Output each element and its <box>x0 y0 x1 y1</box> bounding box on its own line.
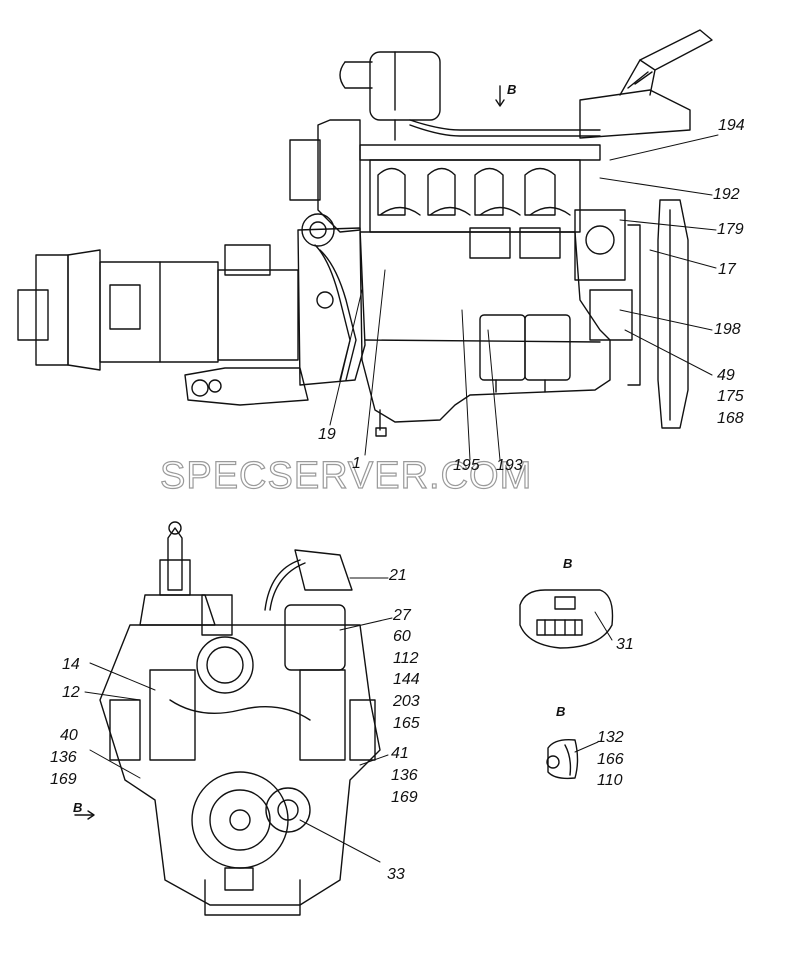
engine-side-view <box>17 29 713 437</box>
callout-166: 166 <box>597 751 624 768</box>
detail-view-b-sensor <box>546 738 599 780</box>
callout-198: 198 <box>714 321 741 338</box>
detail-view-label-1: В <box>563 556 573 571</box>
callout-21: 21 <box>389 567 407 584</box>
detail-view-label-2: В <box>556 704 566 719</box>
callout-136-left: 136 <box>50 749 77 766</box>
callout-165: 165 <box>393 715 420 732</box>
callout-179: 179 <box>717 221 744 238</box>
callout-40: 40 <box>60 727 78 744</box>
callout-31: 31 <box>616 636 634 653</box>
callout-144: 144 <box>393 671 420 688</box>
callout-49: 49 <box>717 367 735 384</box>
watermark-text: SPECSERVER.COM <box>159 454 533 497</box>
callout-110: 110 <box>597 772 623 789</box>
callout-19: 19 <box>318 426 336 443</box>
side-view-leader-lines <box>329 134 719 461</box>
view-arrow-label-bottom: В <box>73 800 83 815</box>
callout-1: 1 <box>352 455 361 472</box>
callout-60: 60 <box>393 628 411 645</box>
callout-195: 195 <box>453 457 480 474</box>
callout-168: 168 <box>717 410 744 427</box>
callout-14: 14 <box>62 656 80 673</box>
callout-203: 203 <box>393 693 420 710</box>
callout-169-right: 169 <box>391 789 418 806</box>
callout-193: 193 <box>496 457 523 474</box>
detail-view-b-connector <box>519 589 614 649</box>
callout-12: 12 <box>62 684 80 701</box>
callout-175: 175 <box>717 388 744 405</box>
callout-41: 41 <box>391 745 409 762</box>
callout-112: 112 <box>393 650 419 667</box>
callout-17: 17 <box>718 261 736 278</box>
callout-136-right: 136 <box>391 767 418 784</box>
callout-194: 194 <box>718 117 745 134</box>
callout-192: 192 <box>713 186 740 203</box>
view-arrow-label-top: В <box>507 82 517 97</box>
engine-front-view <box>74 521 381 916</box>
front-view-leader-lines <box>84 577 393 863</box>
callout-169-left: 169 <box>50 771 77 788</box>
callout-132: 132 <box>597 729 624 746</box>
callout-27: 27 <box>393 607 411 624</box>
callout-33: 33 <box>387 866 405 883</box>
